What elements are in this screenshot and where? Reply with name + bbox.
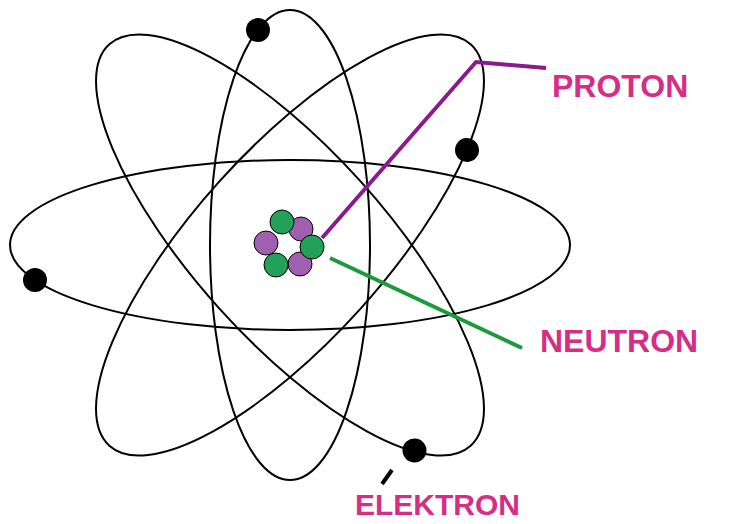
neutron-particle [300, 235, 324, 259]
part-label: PROTON [552, 70, 688, 102]
electron [23, 268, 47, 292]
orbit [210, 10, 370, 480]
part-label: NEUTRON [540, 325, 698, 357]
neutron-particle [270, 210, 294, 234]
proton-particle [254, 231, 278, 255]
electron [246, 18, 270, 42]
leader-line [382, 470, 392, 484]
leader-line [330, 258, 522, 348]
neutron-particle [264, 253, 288, 277]
part-label: ELEKTRON [355, 490, 520, 520]
leader-line [322, 62, 546, 238]
electron [450, 133, 484, 167]
electron [398, 434, 432, 468]
orbit [10, 160, 570, 330]
